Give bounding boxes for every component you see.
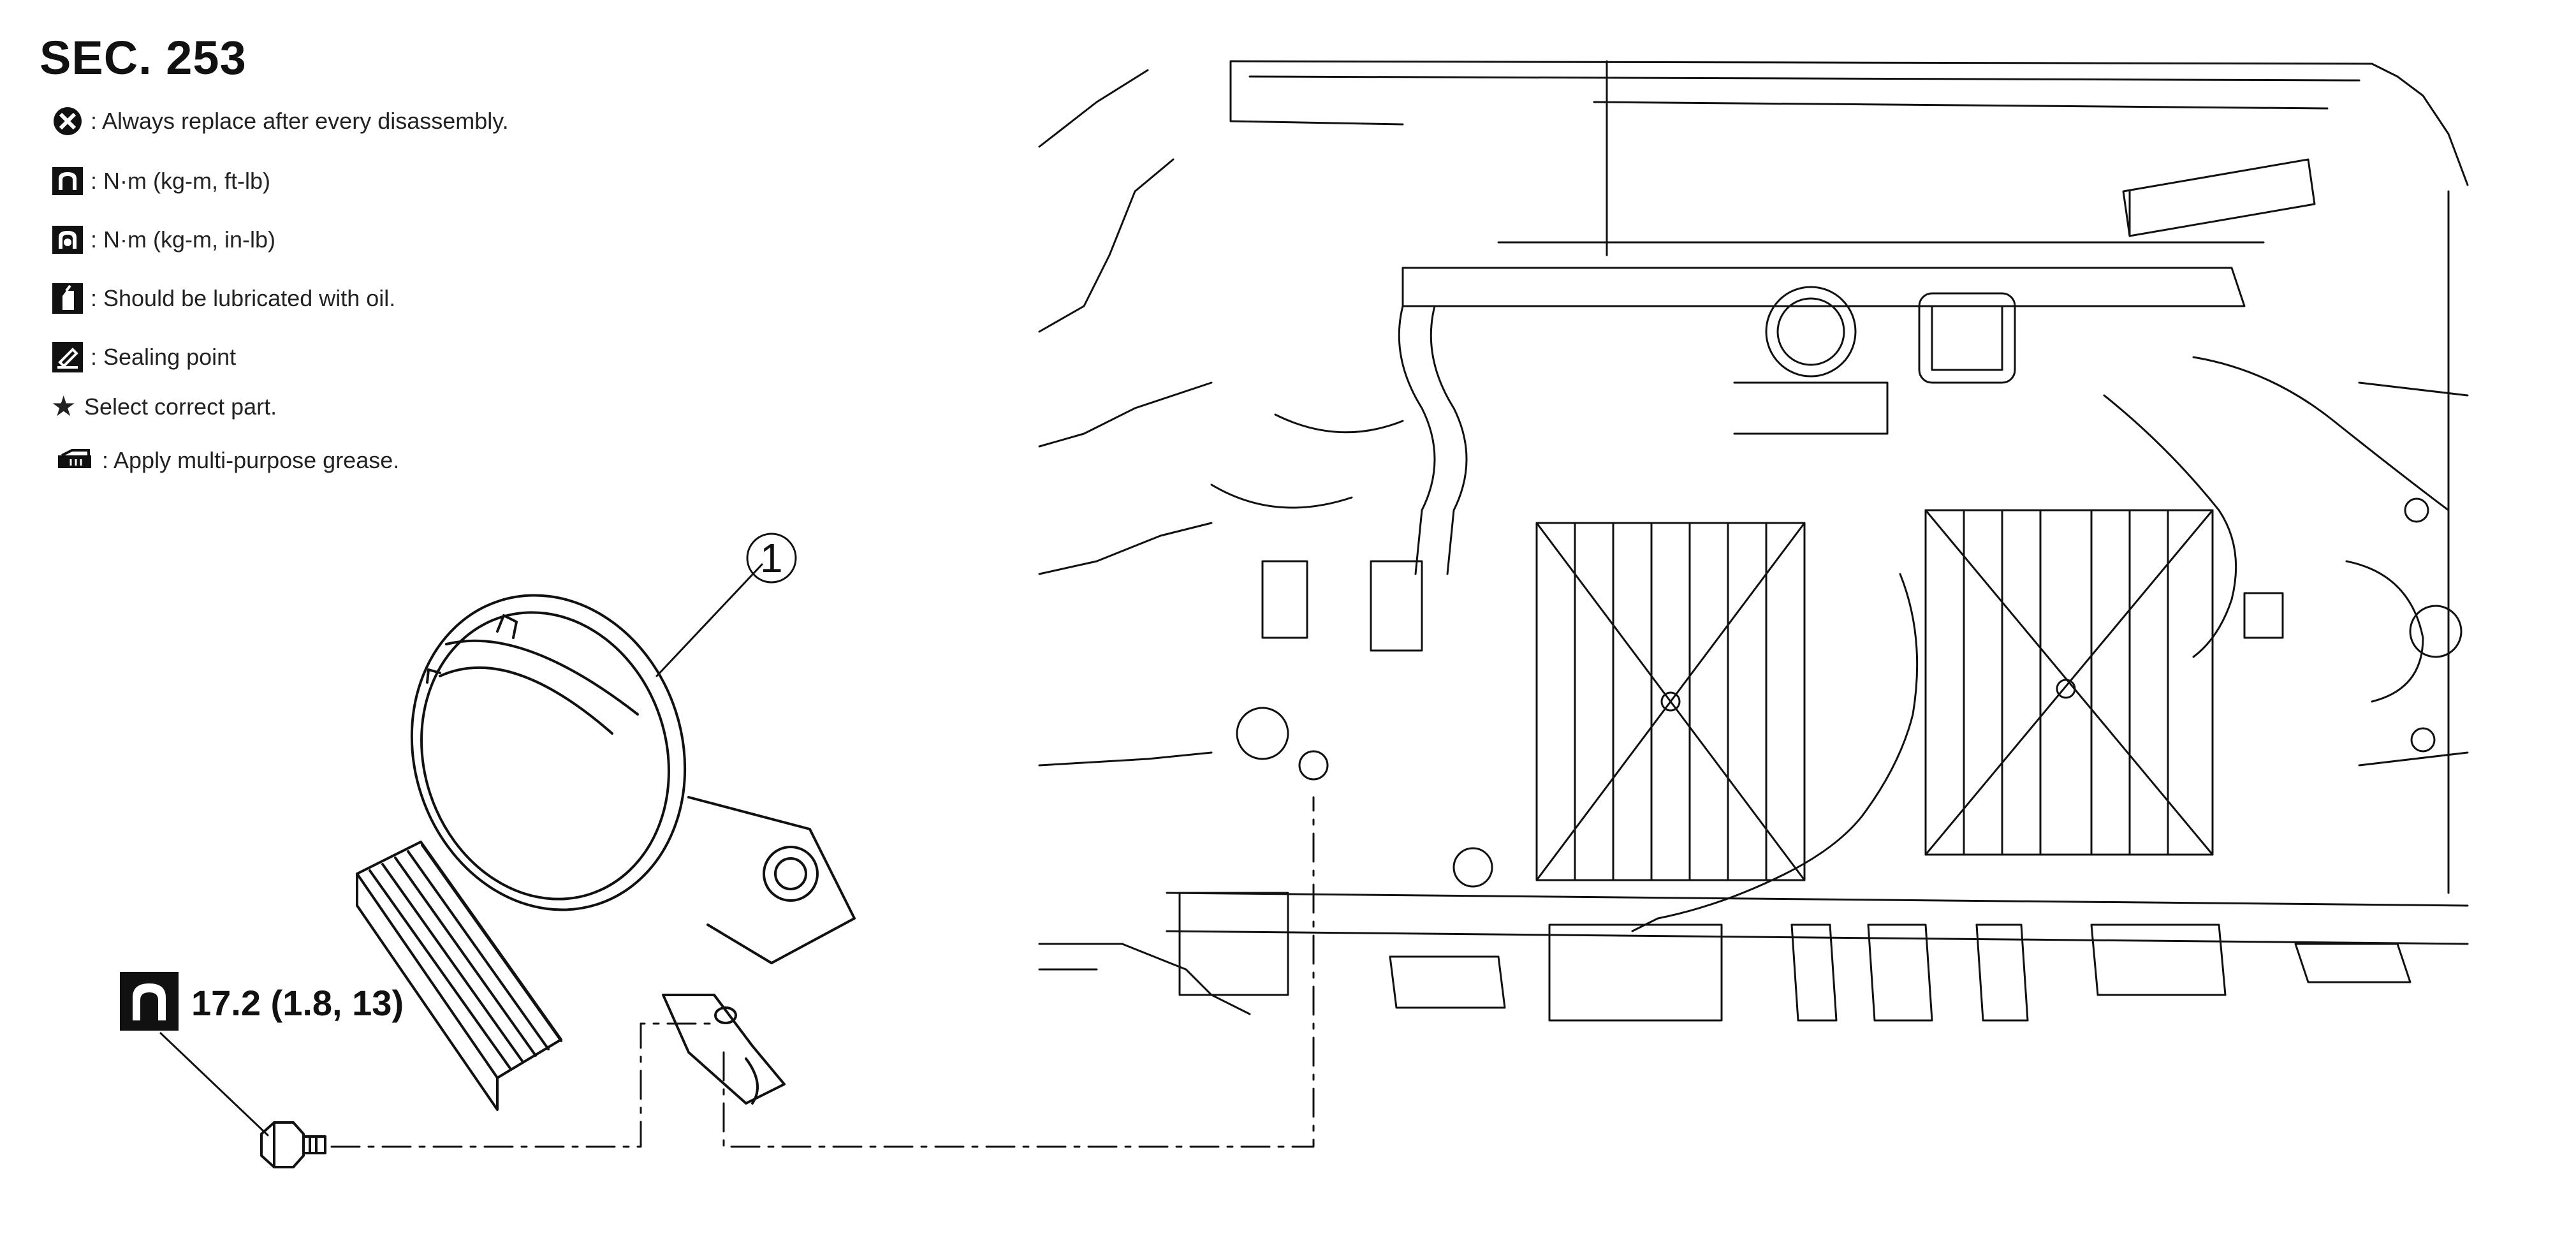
torque-value: 17.2 (1.8, 13) bbox=[191, 983, 404, 1023]
replace-part-icon bbox=[54, 107, 82, 135]
legend-item-torque-inlb: : N·m (kg-m, in-lb) bbox=[51, 221, 275, 259]
legend-text: : Sealing point bbox=[91, 344, 237, 370]
grease-gun-icon bbox=[58, 449, 91, 468]
star-icon: ★ bbox=[51, 391, 77, 422]
legend-text: : Should be lubricated with oil. bbox=[91, 285, 396, 311]
legend-item-grease: : Apply multi-purpose grease. bbox=[51, 441, 399, 480]
torque-wrench-small-icon bbox=[52, 226, 83, 254]
legend-item-replace: : Always replace after every disassembly… bbox=[51, 102, 509, 140]
horn-assembly bbox=[356, 594, 856, 1111]
legend-text: : Apply multi-purpose grease. bbox=[102, 447, 400, 473]
section-title: SEC. 253 bbox=[40, 31, 247, 84]
legend-text: : N·m (kg-m, in-lb) bbox=[91, 226, 275, 253]
legend-text: Select correct part. bbox=[84, 394, 277, 420]
legend-item-lubricate: : Should be lubricated with oil. bbox=[51, 279, 395, 318]
bolt bbox=[260, 1121, 326, 1168]
legend-text: : N·m (kg-m, ft-lb) bbox=[91, 168, 270, 194]
torque-wrench-icon bbox=[52, 167, 83, 195]
engine-bay bbox=[1038, 60, 2469, 1022]
legend-item-sealing: : Sealing point bbox=[51, 338, 236, 376]
legend-text: : Always replace after every disassembly… bbox=[91, 108, 509, 134]
torque-wrench-icon bbox=[120, 972, 179, 1031]
oil-can-icon bbox=[52, 283, 83, 314]
legend-item-select-part: ★ Select correct part. bbox=[51, 388, 277, 426]
installation-path bbox=[330, 796, 1315, 1148]
legend-item-torque-ftlb: : N·m (kg-m, ft-lb) bbox=[51, 162, 270, 200]
callout-number: 1 bbox=[760, 535, 783, 581]
sealing-point-icon bbox=[52, 342, 83, 372]
